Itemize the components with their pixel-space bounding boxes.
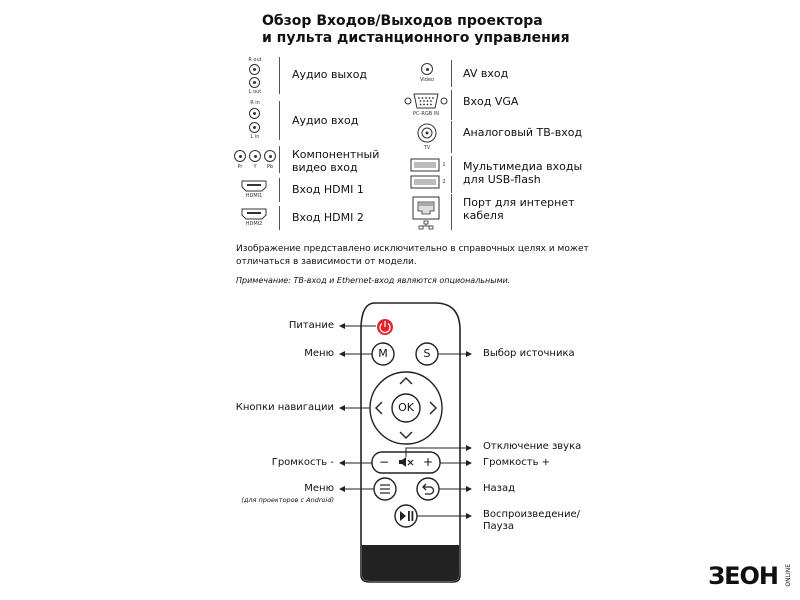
usb-2-text: 2 xyxy=(442,179,446,185)
av-icon: Video xyxy=(414,61,440,85)
vol-up-label: Громкость + xyxy=(483,457,551,468)
note-line-2: отличаться в зависимости от модели. xyxy=(236,257,417,267)
play-pause-label-2: Пауза xyxy=(483,521,515,532)
disclaimer-note: Изображение представлено исключительно в… xyxy=(236,243,589,269)
l-in-text: L in xyxy=(250,134,260,140)
tv-text: TV xyxy=(423,145,431,151)
hdmi1-text: HDMI1 xyxy=(245,193,263,199)
power-label: Питание xyxy=(288,320,334,331)
audio-out-icon: R out L out xyxy=(244,57,266,97)
brand-logo-sub: ONLINE xyxy=(785,564,792,587)
l-out-text: L out xyxy=(248,89,262,95)
audio-in-icon: R in L in xyxy=(244,100,266,142)
vol-minus-label: − xyxy=(378,455,390,469)
page-title: Обзор Входов/Выходов проектора и пульта … xyxy=(262,13,570,47)
y-text: Y xyxy=(253,164,257,170)
ethernet-label: Порт для интернет кабеля xyxy=(463,196,575,222)
usb-1-text: 1 xyxy=(442,162,446,168)
vga-label: Вход VGA xyxy=(463,95,519,108)
mute-label: Отключение звука xyxy=(483,441,582,452)
android-menu-label: Меню xyxy=(304,483,334,494)
back-arrow-icon xyxy=(422,483,435,495)
up-arrow-icon xyxy=(399,377,413,385)
ok-button xyxy=(391,393,421,423)
hdmi2-text: HDMI2 xyxy=(245,221,263,227)
pb-text: Pb xyxy=(266,164,274,170)
hdmi-2-label: Вход HDMI 2 xyxy=(292,211,364,224)
hdmi-1-icon: HDMI1 xyxy=(239,179,269,201)
back-label: Назад xyxy=(483,483,516,494)
video-text: Video xyxy=(419,77,434,83)
component-label: Компонентный видео вход xyxy=(292,148,380,174)
source-label: Выбор источника xyxy=(483,348,575,359)
hamburger-icon xyxy=(380,484,390,494)
component-icon: Pr Y Pb xyxy=(232,148,278,172)
r-in-text: R in xyxy=(250,100,260,106)
play-pause-label-1: Воспроизведение/ xyxy=(483,509,580,520)
audio-out-label: Аудио выход xyxy=(292,68,368,81)
menu-button-label: M xyxy=(378,347,388,360)
power-icon xyxy=(379,323,391,334)
hdmi-1-label: Вход HDMI 1 xyxy=(292,183,364,196)
right-arrow-icon xyxy=(429,401,437,415)
title-line-1: Обзор Входов/Выходов проектора xyxy=(262,13,543,29)
left-arrow-icon xyxy=(375,401,383,415)
r-out-text: R out xyxy=(248,57,262,63)
usb-label: Мультимедиа входы для USB-flash xyxy=(463,160,583,186)
menu-label: Меню xyxy=(304,348,334,359)
tv-label: Аналоговый ТВ-вход xyxy=(463,126,583,139)
pr-text: Pr xyxy=(237,164,243,170)
mute-icon xyxy=(399,457,414,467)
tv-coax-icon: TV xyxy=(414,122,440,152)
play-pause-label: Воспроизведение/ Пауза xyxy=(483,509,580,533)
android-menu-note: (для проекторов с Android) xyxy=(241,496,334,504)
title-line-2: и пульта дистанционного управления xyxy=(262,30,570,46)
play-pause-icon xyxy=(400,511,414,521)
av-label: AV вход xyxy=(463,67,509,80)
source-button-label: S xyxy=(423,347,431,360)
audio-in-label: Аудио вход xyxy=(292,114,359,127)
note-line-1: Изображение представлено исключительно в… xyxy=(236,244,589,254)
brand-logo: ЗЕОН xyxy=(708,562,779,590)
optional-note: Примечание: ТВ-вход и Ethernet-вход явля… xyxy=(236,276,511,285)
pc-rgb-text: PC-RGB IN xyxy=(413,111,439,117)
ok-button-label: OK xyxy=(398,401,414,414)
ethernet-icon xyxy=(411,196,441,230)
vol-plus-label: + xyxy=(422,455,434,469)
vol-down-label: Громкость - xyxy=(271,457,334,468)
nav-label: Кнопки навигации xyxy=(235,402,334,413)
down-arrow-icon xyxy=(399,431,413,439)
usb-icon: 1 2 xyxy=(410,157,450,191)
back-button xyxy=(416,477,440,501)
vga-icon: PC-RGB IN xyxy=(403,91,449,119)
hdmi-2-icon: HDMI2 xyxy=(239,207,269,229)
